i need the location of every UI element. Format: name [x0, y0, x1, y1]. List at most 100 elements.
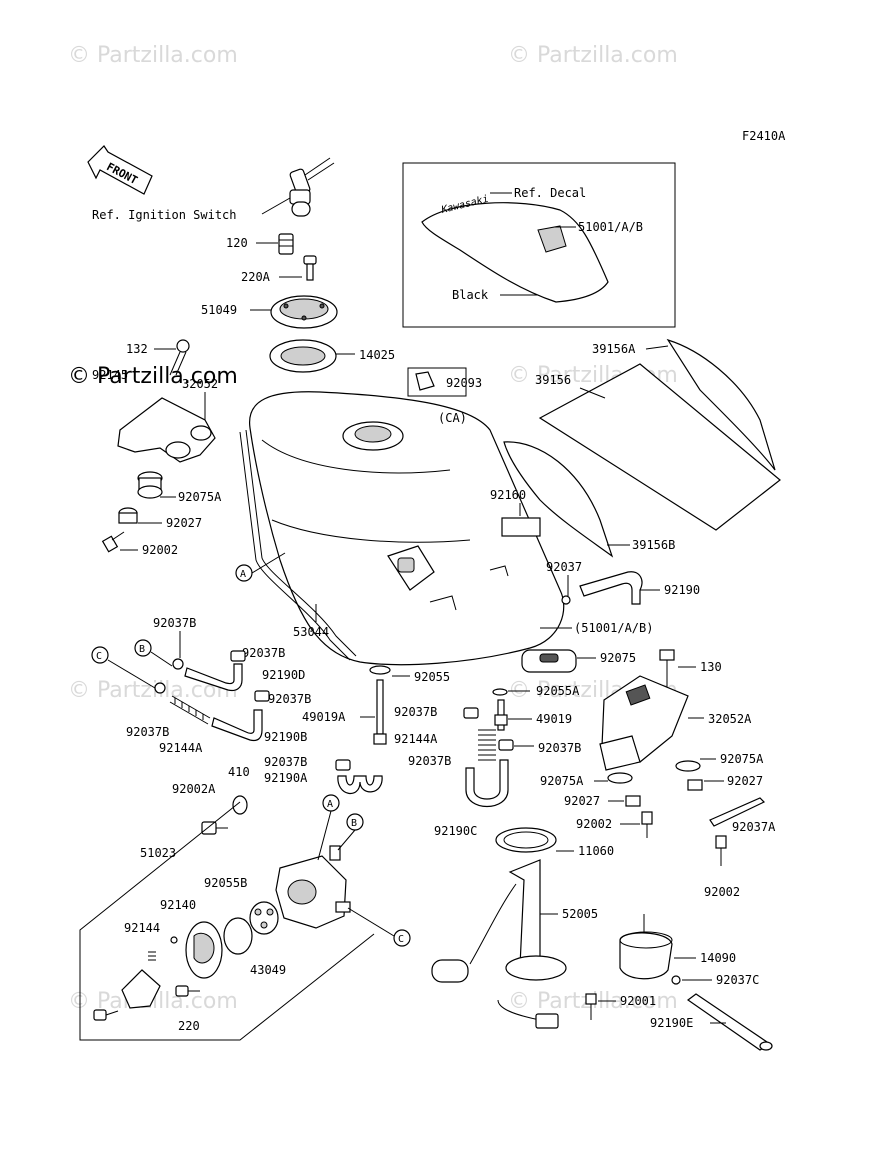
pad-92075-icon [521, 649, 577, 673]
pad-39156-icon [503, 338, 781, 558]
seal-strip-icon [239, 429, 357, 661]
callout-220a: 220A [241, 270, 271, 284]
circle-label: C [398, 934, 404, 945]
grommet-icon [137, 471, 163, 499]
callout-120: 120 [226, 236, 248, 250]
figure-code: F2410A [742, 129, 786, 143]
callout-92144: 92144 [124, 921, 160, 935]
fuel-pump-icon [275, 845, 351, 929]
hose-92190-icon [561, 571, 643, 605]
callout-92037b-8: 92037B [538, 741, 581, 755]
circle-label: C [96, 651, 102, 662]
circle-label: A [240, 569, 246, 580]
callout-92001: 92001 [620, 994, 656, 1008]
callout-92140: 92140 [160, 898, 196, 912]
ref-ignition-switch-label: Ref. Ignition Switch [92, 208, 237, 222]
callout-92190b: 92190B [264, 730, 307, 744]
callout-92144a: 92144A [159, 741, 203, 755]
watermark-text: © Partzilla.com [68, 364, 238, 389]
bracket-32052-icon [117, 397, 216, 463]
o-ring-icon [369, 665, 391, 675]
callout-92037b-5: 92037B [264, 755, 307, 769]
callout-92027-r2: 92027 [727, 774, 763, 788]
callout-92037c: 92037C [716, 973, 759, 987]
ca-label: (CA) [438, 411, 467, 425]
callout-92037b-3: 92037B [268, 692, 311, 706]
pipe-49019-icon [494, 699, 532, 731]
circle-label: A [327, 799, 333, 810]
callout-92037b-7: 92037B [394, 705, 437, 719]
bolt-132-icon [169, 339, 190, 376]
pump-cover-icon [121, 921, 223, 1009]
callout-92145: 92145 [92, 368, 128, 382]
clamp-icon [463, 707, 479, 719]
callout-92002-r1: 92002 [576, 817, 612, 831]
circle-marker-c [393, 929, 411, 947]
gasket-11060-icon [495, 827, 557, 853]
callout-92002: 92002 [142, 543, 178, 557]
decal-box [402, 162, 676, 328]
circle-label: B [139, 644, 145, 655]
callout-92190c: 92190C [434, 824, 477, 838]
callout-39156a: 39156A [592, 342, 636, 356]
callout-32052: 32052 [182, 377, 218, 391]
callout-92027: 92027 [166, 516, 202, 530]
washer-410-icon [232, 795, 248, 815]
clamp-icon [671, 975, 681, 985]
callout-92055a: 92055A [536, 684, 580, 698]
pipe-49019a-icon [360, 679, 387, 745]
fuel-tank-icon [249, 391, 565, 666]
callout-92002a: 92002A [172, 782, 216, 796]
bolt-92002a-icon [201, 821, 228, 835]
callout-51023: 51023 [140, 846, 176, 860]
callout-220: 220 [178, 1019, 200, 1033]
collar-icon [625, 779, 703, 807]
circle-marker-b [134, 639, 152, 657]
callout-92093: 92093 [446, 376, 482, 390]
callout-11060: 11060 [578, 844, 614, 858]
callout-39156b: 39156B [632, 538, 675, 552]
callout-92055: 92055 [414, 670, 450, 684]
callout-92037b-2: 92037B [242, 646, 285, 660]
callout-53044: 53044 [293, 625, 329, 639]
hose-92190e-icon [686, 993, 773, 1051]
spring-icon [148, 951, 156, 961]
callout-92075a: 92075A [178, 490, 222, 504]
callout-92037a: 92037A [732, 820, 776, 834]
bolt-220a-icon [303, 255, 317, 281]
callout-92190: 92190 [664, 583, 700, 597]
hose-92190c-icon [465, 759, 509, 808]
callout-92075: 92075 [600, 651, 636, 665]
o-ring-icon [223, 917, 253, 955]
nut-92093-icon [407, 367, 467, 397]
label-92160-icon [501, 517, 541, 537]
callout-132: 132 [126, 342, 148, 356]
callout-92190d: 92190D [262, 668, 305, 682]
screw-92001-icon [585, 993, 597, 1020]
callout-92037b-4: 92037B [126, 725, 169, 739]
callout-ref-decal: Ref. Decal [514, 186, 586, 200]
callout-51001: 51001/A/B [578, 220, 643, 234]
screw-220-icon [93, 985, 200, 1021]
circle-marker-c [91, 646, 109, 664]
callout-92144a-r: 92144A [394, 732, 438, 746]
callout-51049: 51049 [201, 303, 237, 317]
callout-92055b: 92055B [204, 876, 247, 890]
callout-92190a: 92190A [264, 771, 308, 785]
callout-92075a-r2: 92075A [720, 752, 764, 766]
callout-49019: 49019 [536, 712, 572, 726]
callout-410: 410 [228, 765, 250, 779]
callout-32052a: 32052A [708, 712, 752, 726]
callout-92027-r1: 92027 [564, 794, 600, 808]
watermark-text: © Partzilla.com [68, 43, 238, 68]
bolt-120-icon [278, 233, 294, 255]
bolt-130-icon [659, 649, 675, 688]
hose-cluster-left-icon [154, 650, 383, 794]
pin-icon [170, 936, 178, 944]
callout-14025: 14025 [359, 348, 395, 362]
callout-92037b-1: 92037B [153, 616, 196, 630]
callout-49019a: 49019A [302, 710, 346, 724]
callout-39156: 39156 [535, 373, 571, 387]
bolt-92002-icon [641, 811, 727, 866]
